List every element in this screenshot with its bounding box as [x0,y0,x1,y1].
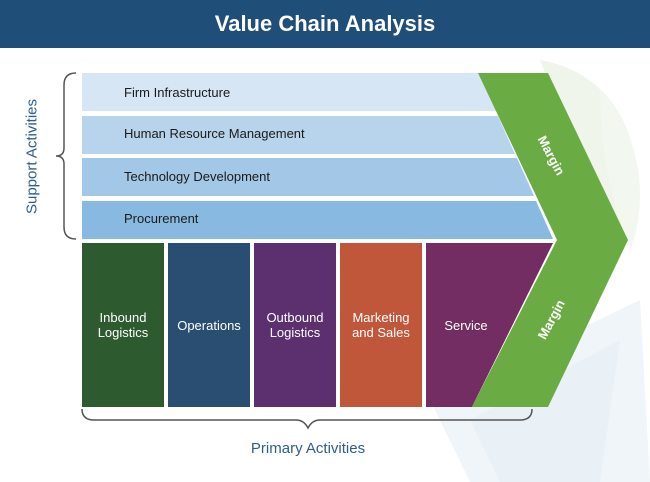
diagram-title: Value Chain Analysis [214,11,436,36]
band-firm-infrastructure [82,73,496,111]
band-procurement [82,201,553,239]
primary-label-operations: Operations [177,317,241,333]
column-marketing-and-sales [340,243,422,407]
primary-activities-bracket [81,408,533,430]
support-activities-bracket [55,72,77,240]
support-label-procurement: Procurement [124,211,199,226]
primary-label-inbound-logistics: Inbound Logistics [97,310,149,340]
primary-activities-caption: Primary Activities [250,440,366,457]
primary-label-marketing-and-sales: Marketing and Sales [352,310,410,340]
support-label-firm-infrastructure: Firm Infrastructure [124,85,231,100]
title-bar: Value Chain Analysis [0,0,650,48]
column-operations [168,243,250,407]
primary-label-service: Service [444,317,488,333]
margin-chevron [472,73,628,407]
support-activities-caption: Support Activities [23,98,41,215]
band-human-resource-management [82,116,515,154]
support-label-human-resource-management: Human Resource Management [124,126,305,141]
primary-label-outbound-logistics: Outbound Logistics [266,310,324,340]
column-service [426,243,553,407]
column-outbound-logistics [254,243,336,407]
support-label-technology-development: Technology Development [124,169,270,184]
band-technology-development [82,158,534,196]
column-inbound-logistics [82,243,164,407]
